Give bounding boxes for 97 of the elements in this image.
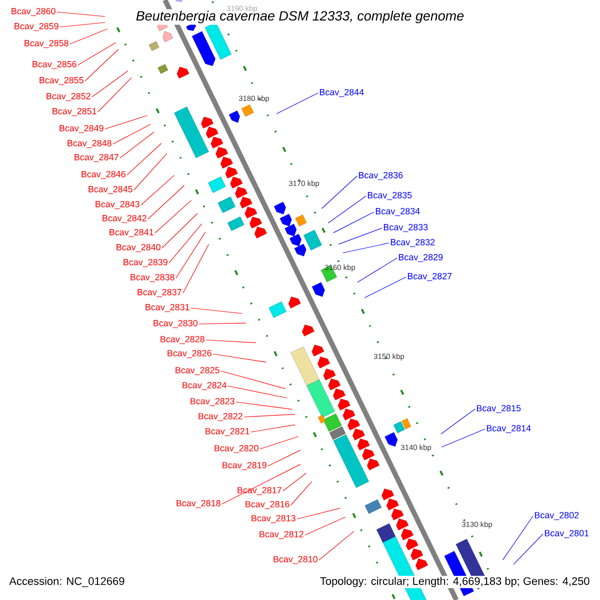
leader-line [60, 22, 106, 28]
gene-label: Bcav_2824 [182, 382, 227, 390]
gene-label: Bcav_2814 [486, 424, 531, 434]
accession-text: Accession: NC_012669 [8, 576, 126, 588]
leader-line [260, 436, 298, 450]
gene-label: Bcav_2841 [110, 228, 154, 238]
gene-label: Bcav_2802 [534, 512, 579, 520]
leader-line [98, 77, 132, 112]
gene-label: Bcav_2820 [214, 444, 258, 454]
gene-label: Bcav_2810 [274, 556, 318, 564]
leader-line [342, 242, 390, 254]
leader-line [228, 386, 288, 398]
gene-label: Bcav_2839 [124, 258, 168, 268]
gene-label: Bcav_2813 [252, 514, 296, 524]
leader-line [206, 340, 256, 343]
gene-label: Bcav_2819 [222, 462, 266, 470]
leader-line [282, 472, 306, 492]
leader-line [441, 428, 486, 448]
gene-label: Bcav_2849 [60, 124, 104, 133]
gene-label: Bcav_2844 [320, 88, 364, 97]
gene-label: Bcav_2826 [168, 350, 212, 358]
leader-line [56, 12, 106, 17]
leader-line [318, 530, 354, 560]
gene-label: Bcav_2829 [398, 254, 443, 262]
leader-line [268, 450, 301, 466]
leader-line [220, 370, 286, 389]
gene-label: Bcav_2818 [176, 500, 220, 508]
gene-label: Bcav_2840 [116, 244, 160, 252]
leader-line [126, 143, 162, 176]
gene-label: Bcav_2855 [40, 76, 84, 85]
leader-line [182, 244, 209, 294]
leader-line [168, 224, 202, 264]
gene-label: Bcav_2830 [154, 320, 198, 328]
leader-line [104, 115, 148, 130]
leader-line [154, 200, 192, 234]
gene-label: Bcav_2828 [160, 336, 204, 344]
gene-label: Bcav_2859 [14, 22, 58, 31]
gene-label: Bcav_2822 [198, 412, 242, 422]
leader-line [304, 516, 346, 536]
genome-info-text: Topology: circular; Length: 4,669,183 bp; Genes: 4,250 [318, 576, 591, 588]
leader-line [338, 228, 382, 244]
leader-line [120, 132, 154, 158]
gene-label: Bcav_2851 [52, 108, 96, 116]
leader-line [244, 414, 296, 418]
gene-label: Bcav_2860 [12, 8, 56, 16]
leader-line [198, 322, 246, 324]
leader-line [134, 153, 167, 190]
gene-label: Bcav_2836 [358, 172, 403, 180]
gene-label: Bcav_2845 [88, 186, 132, 194]
gene-label: Bcav_2835 [368, 192, 412, 200]
leader-line [357, 258, 398, 283]
gene-label: Bcav_2852 [46, 92, 90, 101]
gene-label: Bcav_2848 [68, 140, 112, 148]
gene-label: Bcav_2827 [408, 272, 452, 282]
leader-line [212, 354, 266, 362]
leader-line [296, 508, 340, 520]
leader-line [290, 481, 312, 506]
gene-label: Bcav_2858 [24, 40, 68, 48]
gene-label: Bcav_2843 [96, 200, 140, 210]
leader-line [190, 308, 242, 314]
leader-line [513, 534, 544, 565]
leader-line [70, 28, 108, 44]
gene-label: Bcav_2812 [260, 530, 304, 540]
gene-label: Bcav_2846 [82, 170, 126, 180]
leader-line [276, 92, 318, 114]
leader-line [333, 212, 374, 233]
gene-label: Bcav_2823 [190, 398, 234, 406]
gene-label: Bcav_2838 [130, 274, 174, 282]
gene-label: Bcav_2815 [476, 404, 521, 414]
gene-label: Bcav_2821 [206, 428, 250, 436]
gene-label: Bcav_2833 [384, 224, 428, 232]
leader-line [84, 49, 119, 82]
gene-label: Bcav_2834 [376, 208, 420, 216]
gene-label: Bcav_2831 [146, 304, 190, 312]
leader-line [176, 232, 206, 278]
gene-label: Bcav_2847 [74, 154, 118, 162]
gene-label: Bcav_2816 [246, 500, 290, 510]
gene-label: Bcav_2825 [176, 366, 220, 376]
leader-line [112, 124, 151, 144]
gene-label: Bcav_2832 [390, 238, 435, 248]
leader-line [502, 516, 534, 560]
leader-line [162, 213, 198, 248]
leader-line [364, 276, 406, 298]
leader-line [440, 408, 476, 434]
gene-label: Bcav_2842 [102, 214, 146, 224]
gene-label: Bcav_2801 [544, 530, 589, 538]
leader-line [78, 42, 116, 66]
gene-label: Bcav_2837 [138, 288, 182, 298]
leader-line [236, 402, 292, 410]
gene-label: Bcav_2856 [32, 60, 76, 69]
leader-line [250, 424, 296, 432]
leader-line [92, 70, 128, 98]
leader-line [140, 174, 175, 206]
leader-line [148, 185, 185, 220]
leader-line [222, 464, 301, 504]
leader-line [321, 176, 358, 209]
leader-line [328, 196, 366, 224]
